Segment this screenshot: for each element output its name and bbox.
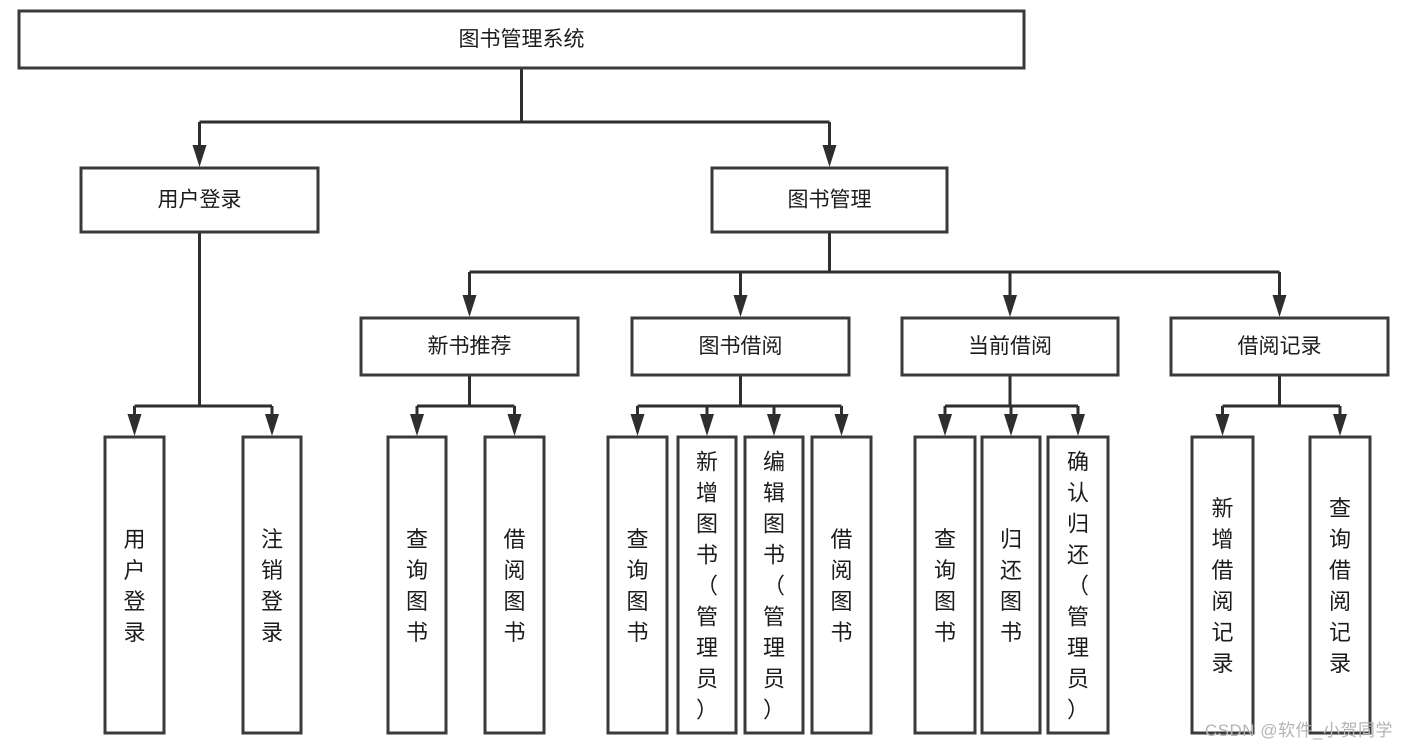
node-current-borrow[interactable] [900, 316, 1120, 377]
node-leaf-query-book-2[interactable] [606, 435, 669, 735]
watermark-text: CSDN @软件_小贺同学 [1204, 721, 1393, 740]
node-borrow-record-label: 借阅记录 [1238, 335, 1322, 358]
node-current-borrow-label: 当前借阅 [968, 335, 1052, 358]
current-borrow-to-leaves-arrow-2 [1071, 414, 1085, 436]
book-borrow-to-leaves-arrow-3 [834, 414, 849, 436]
node-leaf-add-book[interactable] [676, 435, 738, 735]
node-leaf-borrow-book-1[interactable] [483, 435, 546, 735]
book-management-to-level3-arrow-3 [1272, 295, 1287, 317]
user-login-to-leaves-arrow-0 [127, 414, 142, 436]
node-leaf-return-book[interactable] [980, 435, 1042, 735]
new-book-recommend-to-leaves-arrow-0 [410, 414, 424, 436]
node-leaf-query-book-2-label: 查询图书 [626, 527, 648, 645]
nodes-layer: 图书管理系统用户登录图书管理新书推荐图书借阅当前借阅借阅记录用户登录注销登录查询… [17, 9, 1390, 735]
node-root-system-label: 图书管理系统 [459, 28, 585, 51]
node-leaf-borrow-book-2[interactable] [810, 435, 873, 735]
node-leaf-query-book-3[interactable] [913, 435, 977, 735]
node-leaf-query-record-label: 查询借阅记录 [1329, 496, 1351, 676]
current-borrow-to-leaves-arrow-1 [1004, 414, 1018, 436]
user-login-to-leaves-arrow-1 [265, 414, 279, 436]
node-leaf-edit-book[interactable] [743, 435, 805, 735]
node-leaf-logout-login-label: 注销登录 [261, 527, 283, 645]
new-book-recommend-to-leaves-arrow-1 [507, 414, 522, 436]
node-leaf-user-login[interactable] [103, 435, 166, 735]
node-leaf-logout-login[interactable] [241, 435, 303, 735]
node-leaf-confirm-return[interactable] [1046, 435, 1110, 735]
current-borrow-to-leaves-arrow-0 [938, 414, 952, 436]
book-borrow-to-leaves-arrow-0 [630, 414, 645, 436]
book-borrow-to-leaves-arrow-2 [767, 414, 781, 436]
node-leaf-add-record-label: 新增借阅记录 [1211, 496, 1233, 676]
node-leaf-borrow-book-2-label: 借阅图书 [830, 527, 852, 645]
node-book-management-label: 图书管理 [788, 189, 872, 212]
node-leaf-confirm-return-label: 确认归还（管理员） [1067, 450, 1089, 723]
node-book-management[interactable] [710, 166, 949, 234]
book-management-to-level3-arrow-1 [733, 295, 748, 317]
node-user-login[interactable] [79, 166, 320, 234]
node-leaf-user-login-label: 用户登录 [123, 527, 145, 645]
root-to-level2-arrow-0 [192, 145, 207, 167]
edges-layer [127, 68, 1347, 436]
node-user-login-label: 用户登录 [158, 189, 242, 212]
node-leaf-add-book-label: 新增图书（管理员） [696, 450, 718, 723]
node-leaf-query-record[interactable] [1308, 435, 1372, 735]
book-management-to-level3-arrow-2 [1003, 295, 1017, 317]
node-leaf-query-book-1[interactable] [386, 435, 448, 735]
node-new-book-recommend[interactable] [359, 316, 580, 377]
book-borrow-to-leaves-arrow-1 [700, 414, 714, 436]
node-leaf-edit-book-label: 编辑图书（管理员） [763, 450, 785, 723]
book-management-to-level3-arrow-0 [462, 295, 477, 317]
node-leaf-query-book-1-label: 查询图书 [406, 527, 428, 645]
borrow-record-to-leaves-arrow-0 [1215, 414, 1230, 436]
node-book-borrow-label: 图书借阅 [699, 335, 783, 358]
node-leaf-borrow-book-1-label: 借阅图书 [503, 527, 525, 645]
node-book-borrow[interactable] [630, 316, 851, 377]
borrow-record-to-leaves-arrow-1 [1333, 414, 1347, 436]
node-leaf-add-record[interactable] [1190, 435, 1255, 735]
node-borrow-record[interactable] [1169, 316, 1390, 377]
node-leaf-query-book-3-label: 查询图书 [934, 527, 956, 645]
node-leaf-return-book-label: 归还图书 [1000, 527, 1022, 645]
node-new-book-recommend-label: 新书推荐 [428, 335, 512, 358]
root-to-level2-arrow-1 [822, 145, 837, 167]
node-root-system[interactable] [17, 9, 1026, 70]
